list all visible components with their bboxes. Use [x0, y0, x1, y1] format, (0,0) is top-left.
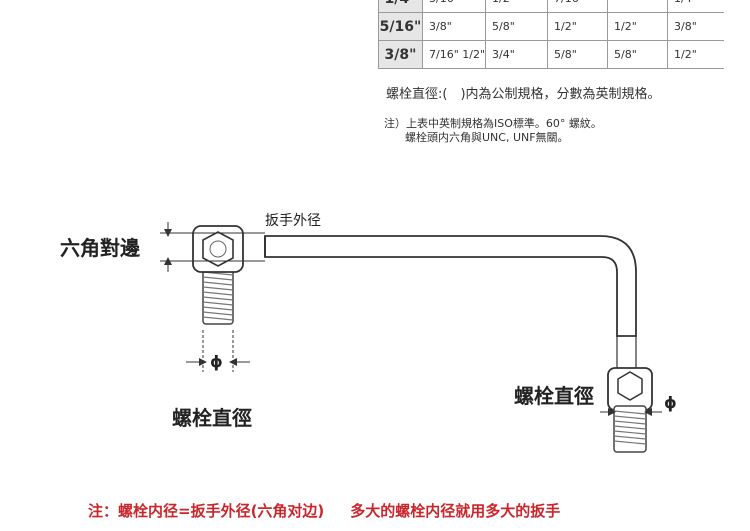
size-table: 1/4"3/16"1/2"7/16"1/4"5/16"3/8"5/8"1/2"1… [378, 0, 724, 69]
diameter-note: 螺栓直徑:( )内為公制規格，分數為英制規格。 [386, 87, 661, 102]
table-cell: 5/8" [485, 12, 549, 41]
table-cell: 5/8" [547, 40, 609, 69]
right-bolt [607, 367, 653, 453]
table-cell: 7/16" 1/2" [421, 40, 487, 69]
hex-note: 螺栓頭内六角與UNC, UNF無關。 [405, 131, 569, 144]
left-phi-symbol: ϕ [210, 352, 223, 371]
hex-flat-label: 六角對邊 [60, 236, 140, 260]
table-cell: 3/8" [667, 12, 724, 41]
wrench-outer-diameter-label: 扳手外径 [265, 213, 321, 229]
hex-flat-dimension [160, 222, 265, 272]
hex-wrench [264, 235, 637, 372]
table-row: 3/8"7/16" 1/2"3/4"5/8"5/8"1/2" [378, 40, 724, 69]
table-cell: 5/8" [607, 40, 669, 69]
left-bolt-thread [202, 267, 234, 325]
right-bolt-diameter-label: 螺栓直徑 [514, 384, 594, 408]
table-cell: 1/2" [667, 40, 724, 69]
bottom-note: 注：螺栓内径=扳手外径(六角对边) 多大的螺栓内径就用多大的扳手 [88, 500, 586, 521]
size-cell: 3/8" [378, 40, 423, 69]
left-bolt-diameter-label: 螺栓直徑 [172, 406, 252, 430]
right-phi-symbol: ϕ [664, 393, 677, 412]
bottom-note-advice: 多大的螺栓内径就用多大的扳手 [350, 502, 561, 520]
bottom-note-equation: 注：螺栓内径=扳手外径(六角对边) [88, 502, 325, 520]
left-diameter-dimension [186, 330, 250, 372]
table-cell: 3/4" [485, 40, 549, 69]
iso-note: 注）上表中英制規格為ISO標準。60° 螺紋。 [384, 117, 602, 130]
